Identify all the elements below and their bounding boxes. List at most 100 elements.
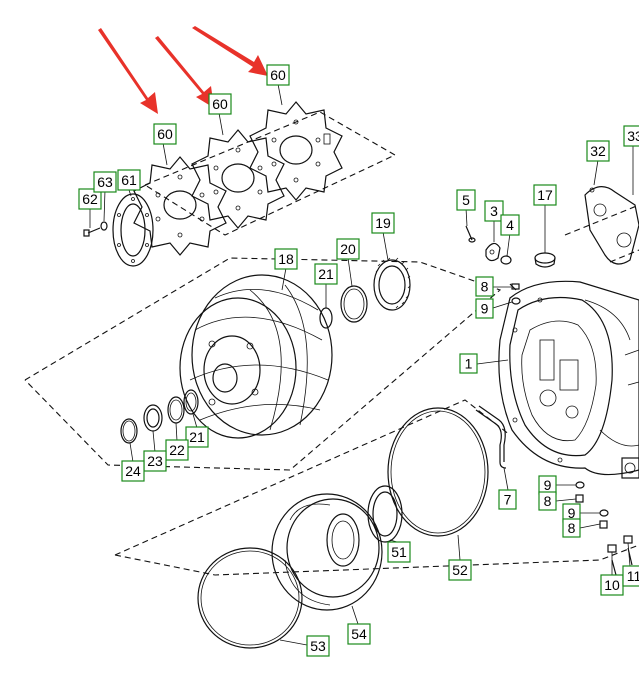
bearing-23 — [143, 404, 163, 432]
bolt-8-low — [599, 520, 608, 529]
svg-text:11: 11 — [627, 568, 639, 584]
svg-text:8: 8 — [544, 493, 552, 509]
callout-24: 24 — [121, 460, 145, 482]
callout-33: 33 — [623, 125, 639, 147]
gear-plate-front — [133, 156, 227, 256]
svg-text:22: 22 — [169, 442, 185, 458]
svg-text:62: 62 — [82, 191, 98, 207]
svg-text:8: 8 — [568, 520, 576, 536]
plug-17 — [534, 252, 556, 268]
torque-converter-18 — [179, 274, 333, 439]
svg-text:9: 9 — [544, 477, 552, 493]
adapter-ring-61 — [112, 193, 154, 267]
svg-text:23: 23 — [147, 453, 163, 469]
bolt-8-mid — [575, 494, 584, 503]
callout-63: 63 — [93, 171, 117, 193]
callout-22: 22 — [165, 439, 189, 461]
svg-text:8: 8 — [481, 279, 489, 295]
svg-text:21: 21 — [189, 429, 205, 445]
callout-51: 51 — [387, 541, 411, 563]
red-arrow-3 — [192, 26, 268, 76]
svg-text:18: 18 — [278, 251, 294, 267]
svg-text:51: 51 — [391, 544, 407, 560]
svg-text:52: 52 — [452, 562, 468, 578]
svg-text:20: 20 — [340, 241, 356, 257]
callout-23: 23 — [143, 450, 167, 472]
gear-plate-back — [249, 101, 343, 201]
svg-text:32: 32 — [590, 143, 606, 159]
bolt-5 — [465, 225, 476, 243]
leader-lines — [89, 83, 634, 646]
transmission-housing-1 — [498, 280, 639, 479]
callout-8-mid: 8 — [538, 491, 557, 511]
svg-text:1: 1 — [465, 356, 473, 372]
callout-19: 19 — [371, 212, 395, 234]
svg-text:24: 24 — [125, 463, 141, 479]
svg-text:54: 54 — [351, 626, 367, 642]
svg-text:4: 4 — [506, 217, 514, 233]
svg-text:9: 9 — [481, 301, 489, 317]
converter-boundary — [24, 257, 502, 471]
housing-bottom-boundary — [114, 544, 639, 576]
callout-60-middle: 60 — [208, 93, 232, 115]
snap-ring-21-top — [319, 307, 333, 329]
washer-9-top — [511, 297, 521, 305]
callout-54: 54 — [347, 623, 371, 645]
svg-text:33: 33 — [627, 128, 639, 144]
snap-ring-24 — [120, 418, 138, 444]
callout-3: 3 — [484, 200, 504, 222]
callout-61: 61 — [117, 169, 141, 191]
callout-60-front: 60 — [153, 123, 177, 145]
callout-10: 10 — [600, 574, 624, 596]
callout-53: 53 — [306, 635, 330, 657]
callout-9-mid: 9 — [538, 475, 557, 495]
washer-9-low — [599, 509, 609, 517]
svg-text:5: 5 — [462, 192, 470, 208]
svg-text:63: 63 — [97, 174, 113, 190]
callout-18: 18 — [274, 248, 298, 270]
callout-20: 20 — [336, 238, 360, 260]
svg-text:61: 61 — [121, 172, 137, 188]
top-right-boundary — [564, 204, 639, 236]
svg-text:60: 60 — [212, 96, 228, 112]
callout-21-bottom: 21 — [185, 426, 209, 448]
callout-7: 7 — [498, 489, 517, 510]
bolt-8-top — [509, 283, 520, 291]
gasket-4 — [500, 255, 512, 265]
svg-text:21: 21 — [318, 266, 334, 282]
bracket-32 — [584, 186, 639, 265]
svg-text:17: 17 — [537, 187, 553, 203]
gear-plates-boundary — [144, 111, 397, 236]
o-ring-53 — [197, 547, 303, 649]
svg-text:60: 60 — [270, 67, 286, 83]
svg-text:7: 7 — [504, 492, 512, 508]
callout-11: 11 — [622, 565, 639, 587]
dipstick-tube-7 — [475, 405, 507, 469]
callout-labels: 60 60 60 62 63 61 18 19 20 21 21 22 23 2… — [78, 64, 639, 657]
washer-9-mid — [575, 481, 585, 489]
washer-63 — [100, 221, 108, 231]
pump-cover-54 — [271, 493, 383, 611]
gear-plate-middle — [191, 129, 285, 229]
svg-text:10: 10 — [604, 577, 620, 593]
oil-seal-51 — [367, 485, 403, 543]
red-arrow-1 — [98, 28, 158, 114]
svg-text:3: 3 — [490, 203, 498, 219]
callout-8-top: 8 — [475, 276, 494, 297]
seal-ring-22 — [167, 396, 185, 424]
svg-text:19: 19 — [375, 215, 391, 231]
callout-8-low: 8 — [562, 518, 581, 538]
right-boundary — [609, 249, 639, 263]
svg-text:60: 60 — [157, 126, 173, 142]
seal-ring-21-bottom — [183, 389, 199, 415]
highlight-arrows — [98, 26, 268, 114]
callout-4: 4 — [500, 214, 520, 236]
callout-17: 17 — [533, 184, 557, 206]
cover-plate-3 — [485, 242, 501, 262]
callout-32: 32 — [586, 140, 610, 162]
o-ring-52 — [387, 407, 489, 537]
gear-ring-19 — [373, 257, 411, 311]
svg-text:9: 9 — [568, 505, 576, 521]
